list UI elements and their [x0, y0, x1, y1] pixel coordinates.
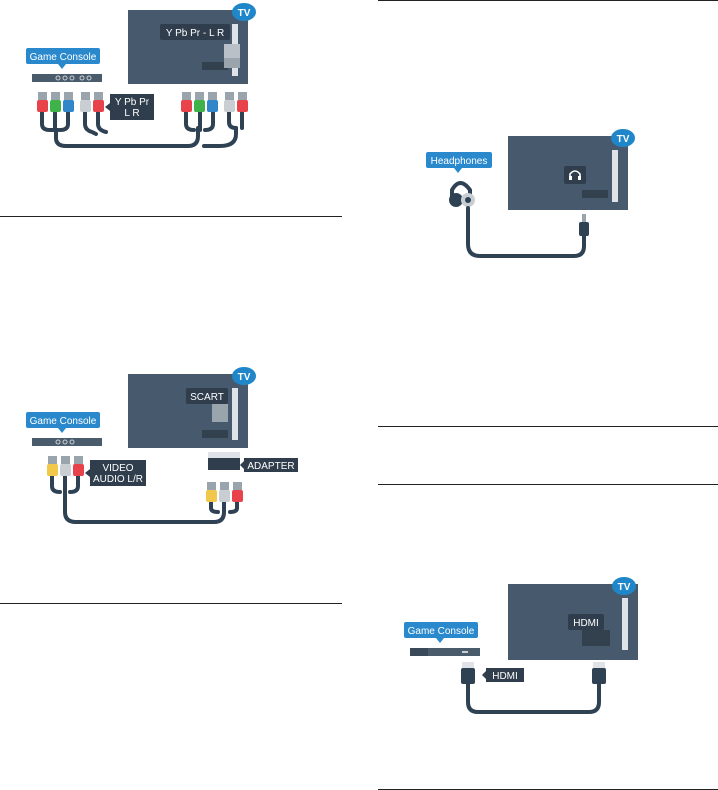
tv-badge: TV [232, 367, 256, 385]
headphone-cable [466, 206, 586, 258]
tv-badge-text: TV [617, 134, 630, 145]
component-plugs-device [37, 92, 104, 112]
headphone-icon [569, 170, 581, 180]
hdmi-plug-device [461, 662, 475, 684]
game-console-callout: Game Console [26, 48, 100, 69]
game-console-label: Game Console [408, 626, 475, 637]
game-console-device [32, 438, 102, 446]
headphones-connection-diagram: TV Headphones [426, 129, 635, 258]
game-console-label: Game Console [30, 52, 97, 63]
scart-cables [50, 474, 239, 524]
scart-adapter-label: ADAPTER [247, 461, 294, 472]
divider-left-1 [0, 216, 342, 217]
game-console-callout: Game Console [404, 622, 478, 643]
headphones-callout: Headphones [426, 152, 492, 173]
tv-set: SCART [128, 374, 248, 448]
hdmi-cable-label-text: HDMI [492, 671, 518, 682]
headphones-label: Headphones [431, 156, 488, 167]
component-port-label: Y Pb Pr - L R [166, 28, 224, 39]
tv-set [508, 136, 628, 210]
divider-left-2 [0, 603, 342, 604]
game-console-label: Game Console [30, 416, 97, 427]
divider-right-2 [378, 484, 718, 485]
component-cables [40, 110, 244, 148]
game-console-device [32, 74, 102, 82]
scart-connection-diagram: SCART TV Game Console ADAPTER [26, 367, 298, 524]
divider-top-right [378, 0, 718, 1]
scart-cable-label-line1: VIDEO [102, 463, 133, 474]
headphone-jack [579, 214, 589, 236]
tv-badge-text: TV [238, 372, 251, 383]
game-console-callout: Game Console [26, 412, 100, 433]
tv-badge: TV [232, 3, 256, 21]
tv-badge-text: TV [238, 8, 251, 19]
scart-port-label: SCART [190, 392, 224, 403]
component-cable-label-line1: Y Pb Pr [115, 97, 150, 108]
tv-badge: TV [612, 577, 636, 595]
scart-cable-label-line2: AUDIO L/R [93, 474, 143, 485]
hdmi-cable [466, 682, 601, 714]
tv-set: Y Pb Pr - L R [128, 10, 248, 84]
component-cable-label-line2: L R [124, 108, 139, 119]
hdmi-connection-diagram: HDMI TV Game Console [404, 577, 638, 714]
headphones-device [449, 181, 475, 207]
divider-right-1 [378, 426, 718, 427]
component-cable-label: Y Pb Pr L R [105, 94, 154, 120]
tv-badge: TV [611, 129, 635, 147]
scart-plugs-device [47, 456, 84, 476]
scart-adapter: ADAPTER [208, 452, 298, 472]
scart-cable-label: VIDEO AUDIO L/R [85, 460, 146, 486]
hdmi-plug-tv [592, 662, 606, 684]
component-connection-diagram: Y Pb Pr - L R TV Game Console [26, 3, 256, 148]
tv-badge-text: TV [618, 582, 631, 593]
port-label-box [160, 24, 230, 40]
component-plugs-tv [181, 92, 248, 112]
hdmi-cable-label: HDMI [482, 668, 524, 682]
scart-plugs-adapter [206, 482, 243, 502]
game-console-device [410, 648, 480, 656]
tv-set: HDMI [508, 584, 638, 660]
hdmi-port-label: HDMI [573, 618, 599, 629]
